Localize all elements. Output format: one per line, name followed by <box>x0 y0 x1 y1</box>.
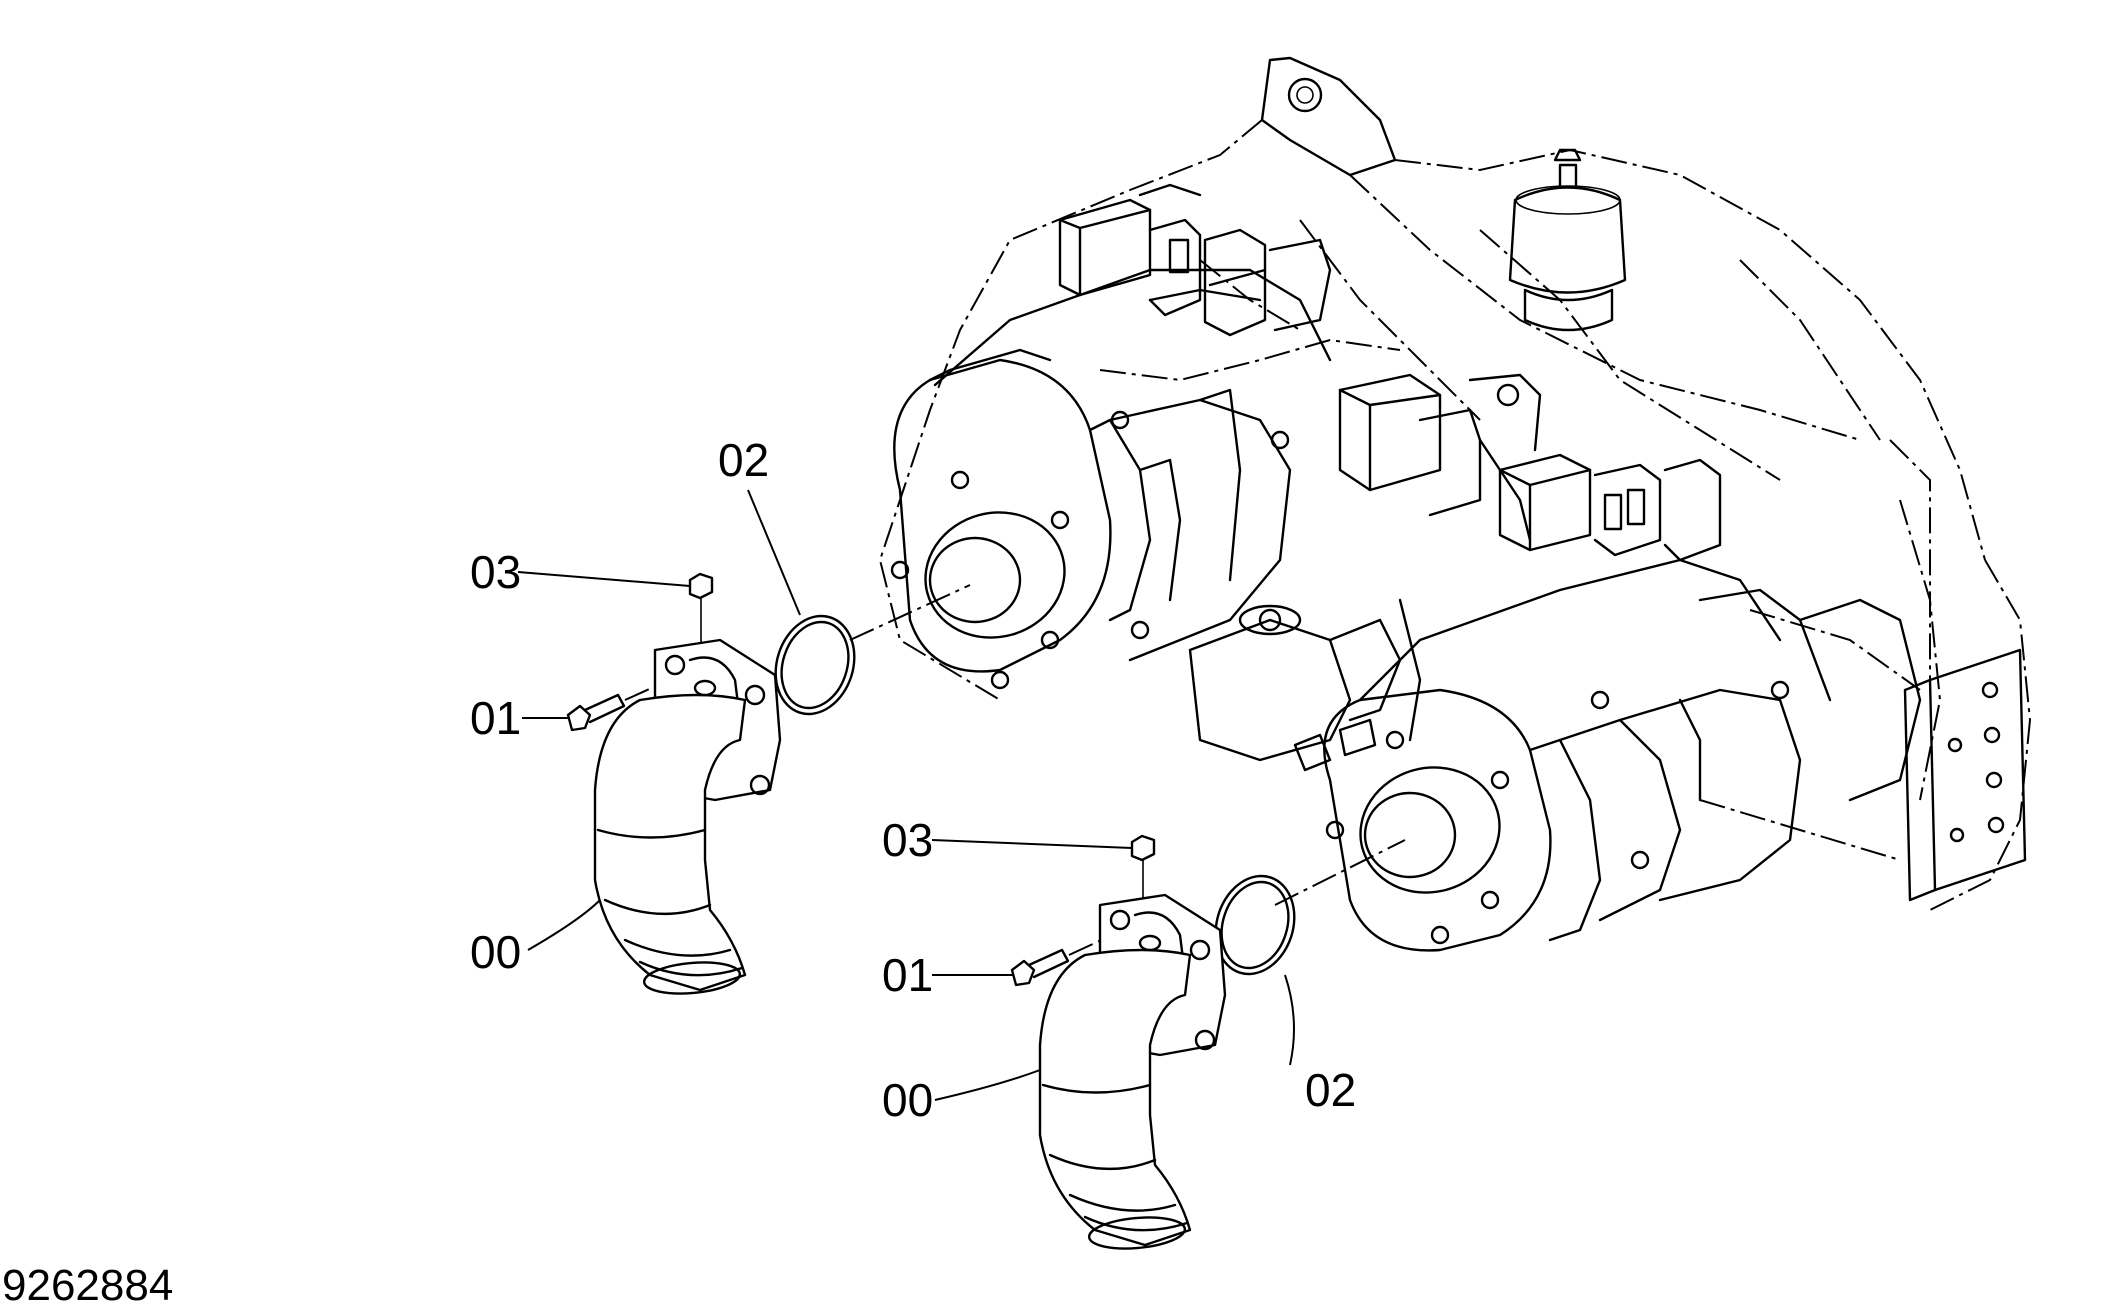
callout-upper-hose: 00 <box>470 926 521 978</box>
mounting-plate <box>1889 439 2027 902</box>
callout-labels: 03 01 02 00 03 01 02 00 <box>470 434 1356 1126</box>
stub-pipe <box>1293 718 1377 772</box>
upper-oring[interactable] <box>763 606 866 725</box>
upper-bolt[interactable] <box>566 681 666 732</box>
lower-hose-elbow[interactable] <box>1038 893 1227 1252</box>
document-number: 9262884 <box>2 1261 173 1310</box>
lifting-bracket <box>1260 56 1397 177</box>
callout-upper-bolt: 01 <box>470 692 521 744</box>
lower-parts-group <box>1010 834 1306 1252</box>
upper-hose-elbow[interactable] <box>593 638 782 997</box>
callout-lower-oring: 02 <box>1305 1064 1356 1116</box>
callout-lower-hose: 00 <box>882 1074 933 1126</box>
lower-regulator <box>1498 453 1722 562</box>
callout-upper-oring: 02 <box>718 434 769 486</box>
callout-lower-plug: 03 <box>882 814 933 866</box>
filter-canister <box>1508 148 1627 332</box>
lower-pump-body <box>1358 558 1922 902</box>
upper-pump-flange <box>890 348 1152 690</box>
pump-housing <box>878 119 2032 911</box>
callout-upper-plug: 03 <box>470 546 521 598</box>
lower-pump-flange <box>1323 688 1682 952</box>
callout-lower-bolt: 01 <box>882 949 933 1001</box>
hydraulic-pump-assembly <box>878 56 2032 952</box>
center-lines <box>849 584 1406 906</box>
upper-regulator <box>1058 183 1332 337</box>
upper-parts-group <box>566 572 866 997</box>
leader-lines <box>517 489 1295 1101</box>
lower-oring[interactable] <box>1203 866 1306 985</box>
upper-pump-body <box>933 268 1332 662</box>
center-coupling <box>1188 598 1422 762</box>
middle-regulator <box>1338 373 1542 542</box>
